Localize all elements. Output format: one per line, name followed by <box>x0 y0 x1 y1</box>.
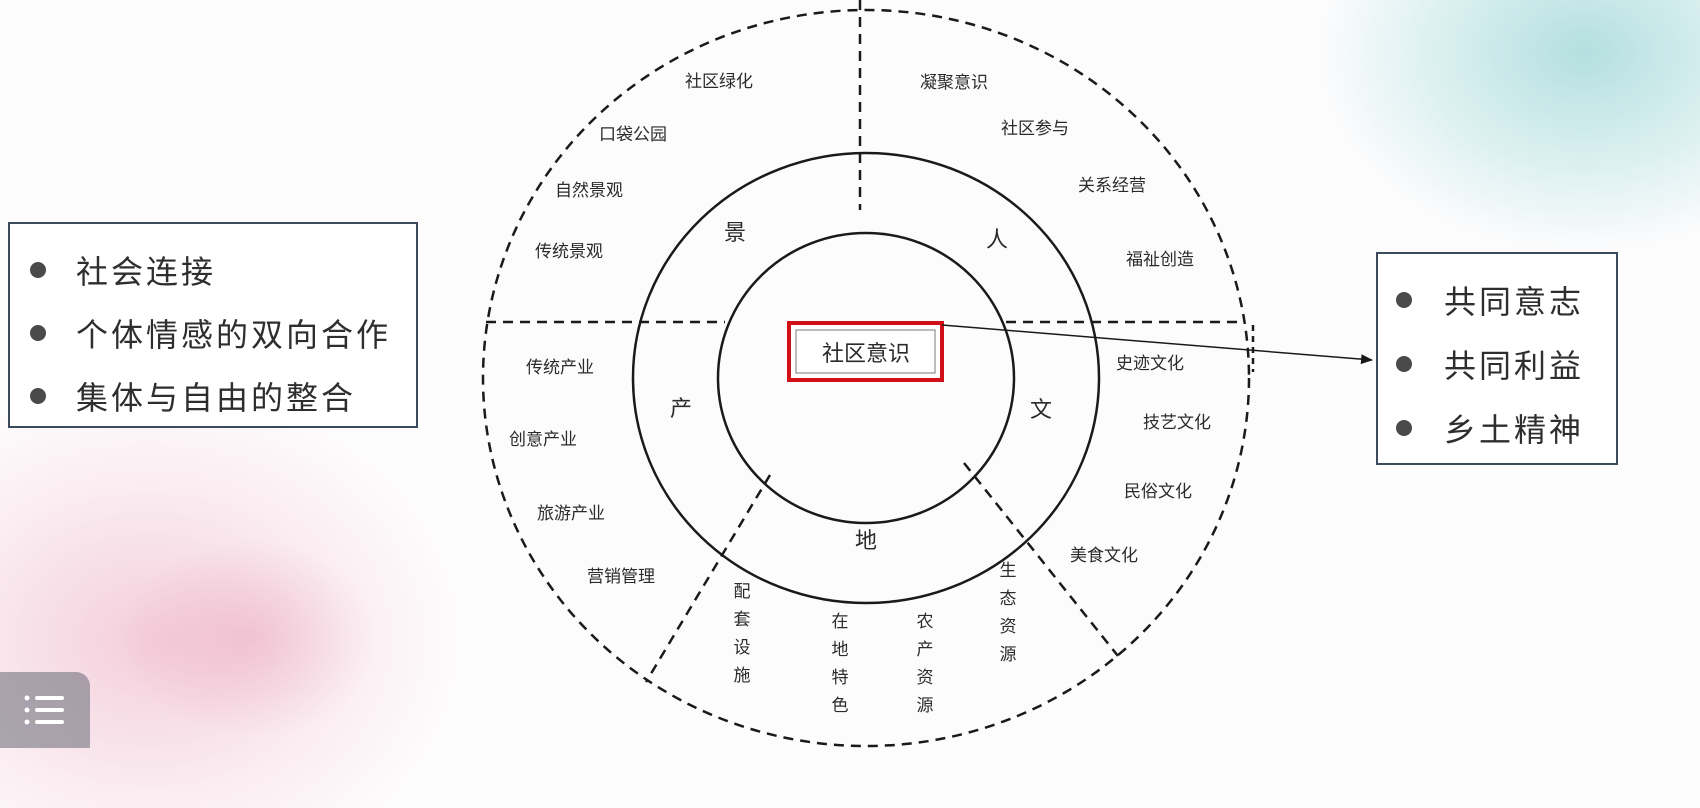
center-box <box>787 321 944 382</box>
divider-bottom-right <box>963 462 1119 657</box>
outer-label-ren: 福祉创造 <box>1126 250 1194 270</box>
left-bullet-panel: 社会连接 个体情感的双向合作 集体与自由的整合 <box>8 222 418 428</box>
outer-label-wen: 技艺文化 <box>1143 413 1211 433</box>
outer-labels-di: 配套设施 在地特色 农产资源 生态资源 <box>734 561 1017 716</box>
outer-label-di: 生态资源 <box>1000 561 1017 665</box>
bullet-dot-icon <box>1396 420 1412 436</box>
outer-label-jing: 自然景观 <box>555 181 623 201</box>
left-bullet-list: 社会连接 个体情感的双向合作 集体与自由的整合 <box>30 238 416 427</box>
outer-label-di: 农产资源 <box>917 612 934 716</box>
left-bullet-text: 个体情感的双向合作 <box>76 315 392 354</box>
left-bullet-text: 集体与自由的整合 <box>76 378 357 417</box>
right-bullet-item: 共同意志 <box>1396 268 1616 332</box>
outer-label-di: 配套设施 <box>734 582 751 686</box>
left-bullet-text: 社会连接 <box>76 252 217 291</box>
middle-label-ren: 人 <box>986 228 1008 253</box>
outer-label-ren: 凝聚意识 <box>920 73 988 93</box>
outer-label-wen: 民俗文化 <box>1124 482 1192 502</box>
outer-label-wen: 美食文化 <box>1070 546 1138 566</box>
outer-label-jing: 口袋公园 <box>599 125 667 145</box>
right-bullet-item: 乡土精神 <box>1396 396 1616 460</box>
list-menu-icon <box>24 695 64 725</box>
outer-label-wen: 史迹文化 <box>1116 354 1184 374</box>
right-bullet-item: 共同利益 <box>1396 332 1616 396</box>
bullet-dot-icon <box>1396 356 1412 372</box>
left-bullet-item: 社会连接 <box>30 238 416 301</box>
middle-label-chan: 产 <box>670 397 692 422</box>
list-menu-button[interactable] <box>0 672 90 748</box>
center-label: 社区意识 <box>822 342 910 367</box>
outer-label-ren: 关系经营 <box>1078 176 1146 196</box>
right-bullet-text: 共同意志 <box>1444 283 1585 321</box>
middle-ring <box>631 151 1101 605</box>
middle-label-wen: 文 <box>1030 398 1052 423</box>
center-box-inner-border <box>795 329 936 374</box>
right-bullet-list: 共同意志 共同利益 乡土精神 <box>1396 268 1616 460</box>
right-bullet-panel: 共同意志 共同利益 乡土精神 <box>1376 252 1618 465</box>
outer-label-jing: 社区绿化 <box>685 72 753 92</box>
bullet-dot-icon <box>30 261 46 278</box>
right-bullet-text: 乡土精神 <box>1444 411 1585 449</box>
connector-arrow <box>941 324 1373 365</box>
outer-label-jing: 传统景观 <box>535 242 603 262</box>
outer-label-chan: 旅游产业 <box>537 504 605 524</box>
left-bullet-item: 集体与自由的整合 <box>30 364 416 427</box>
community-awareness-diagram: 社区意识 景 人 文 地 产 社区绿化 口袋公园 自然景观 传统景观 凝聚意识 … <box>481 0 1373 748</box>
outer-label-chan: 创意产业 <box>509 430 577 450</box>
outer-label-ren: 社区参与 <box>1001 119 1069 139</box>
outer-label-di: 在地特色 <box>832 612 849 716</box>
middle-label-di: 地 <box>855 529 877 554</box>
bullet-dot-icon <box>30 324 46 341</box>
divider-bottom-left <box>644 474 772 683</box>
bullet-dot-icon <box>1396 292 1412 308</box>
left-bullet-item: 个体情感的双向合作 <box>30 301 416 364</box>
bullet-dot-icon <box>30 387 46 404</box>
outer-label-chan: 营销管理 <box>587 567 655 587</box>
outer-dashed-ring <box>481 8 1251 748</box>
outer-label-chan: 传统产业 <box>526 358 594 378</box>
right-bullet-text: 共同利益 <box>1444 347 1585 385</box>
inner-ring <box>716 231 1016 525</box>
middle-label-jing: 景 <box>724 221 746 246</box>
